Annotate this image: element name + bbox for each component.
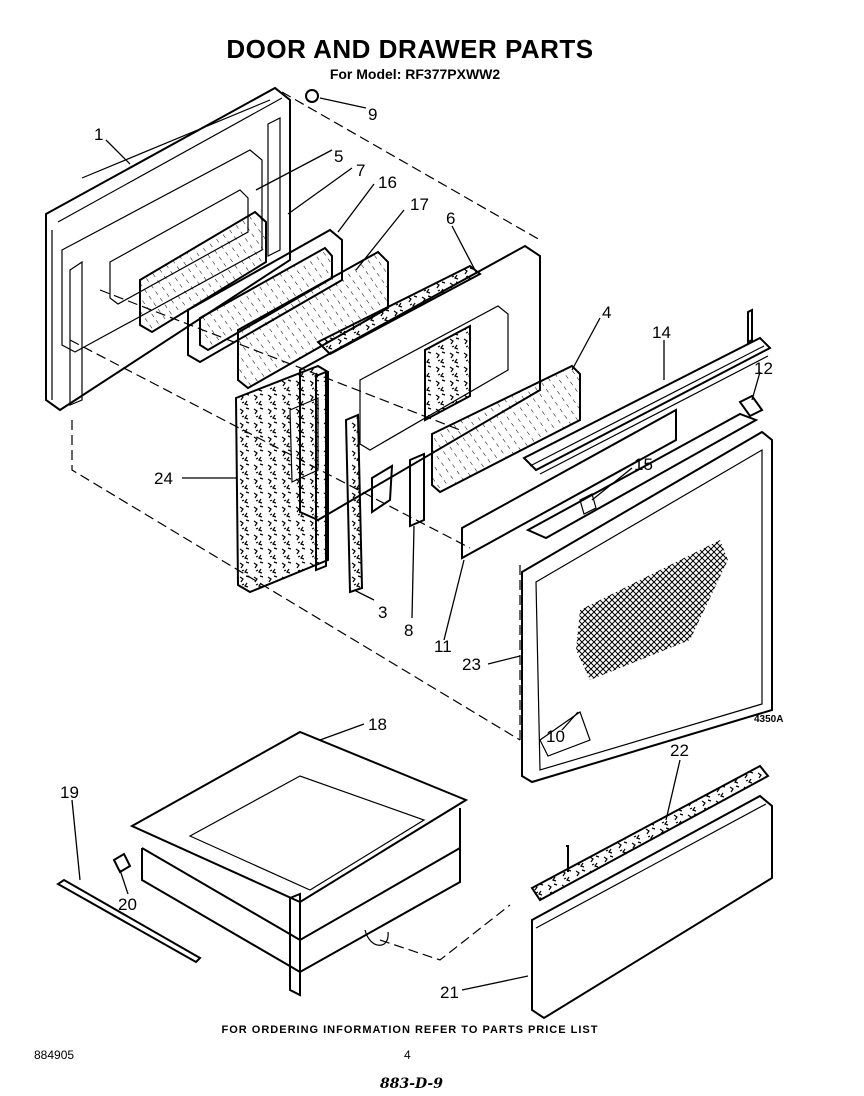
callout-leader-lines <box>71 97 761 991</box>
page-number: 4 <box>404 1048 411 1062</box>
part-22-drawer-trim <box>530 764 770 902</box>
part-15-handle-trim <box>525 412 759 540</box>
part-9-screw <box>305 89 319 103</box>
part-12-handle-end-cap <box>738 394 764 418</box>
callout-9: 9 <box>368 105 377 124</box>
callout-17: 17 <box>410 195 429 214</box>
part-14-door-handle <box>522 308 772 475</box>
callout-22: 22 <box>670 741 689 760</box>
callout-19: 19 <box>60 783 79 802</box>
part-18-drawer <box>129 730 469 997</box>
callout-24: 24 <box>154 469 173 488</box>
callout-3: 3 <box>378 603 387 622</box>
callout-21: 21 <box>440 983 459 1002</box>
diagram-code: 4350A <box>754 714 783 725</box>
callout-15: 15 <box>634 455 653 474</box>
handwritten-mark: 883-D-9 <box>380 1076 443 1092</box>
callout-10: 10 <box>546 727 565 746</box>
callout-7: 7 <box>356 161 365 180</box>
part-8-hinge-bracket <box>371 452 425 528</box>
callout-6: 6 <box>446 209 455 228</box>
part-23-outer-door-panel <box>521 430 773 784</box>
part-6-door-inner-liner <box>299 244 541 522</box>
callout-16: 16 <box>378 173 397 192</box>
part-24-insulation-blanket <box>234 364 329 594</box>
callout-23: 23 <box>462 655 481 674</box>
ordering-info-note: FOR ORDERING INFORMATION REFER TO PARTS … <box>221 1024 599 1036</box>
callout-20: 20 <box>118 895 137 914</box>
document-number: 884905 <box>34 1048 75 1062</box>
part-20-drawer-roller <box>112 852 132 874</box>
callout-11: 11 <box>434 637 452 656</box>
callout-14: 14 <box>652 323 671 342</box>
callout-18: 18 <box>368 715 387 734</box>
part-4-window-glass <box>431 364 581 494</box>
part-21-drawer-front <box>531 794 773 1020</box>
part-11-vent-panel <box>461 408 677 560</box>
callout-1: 1 <box>94 125 103 144</box>
callout-12: 12 <box>754 359 773 378</box>
part-19-drawer-glide <box>56 878 202 964</box>
model-subtitle: For Model: RF377PXWW2 <box>329 66 501 82</box>
callout-8: 8 <box>404 621 413 640</box>
page-title: DOOR AND DRAWER PARTS <box>226 34 594 64</box>
callout-labels: 1 5 7 16 17 6 9 4 14 12 15 24 3 8 11 23 … <box>60 105 783 1002</box>
callout-4: 4 <box>602 303 611 322</box>
callout-5: 5 <box>334 147 343 166</box>
part-3-door-channel <box>315 370 364 594</box>
part-5-inner-glass <box>139 210 267 334</box>
